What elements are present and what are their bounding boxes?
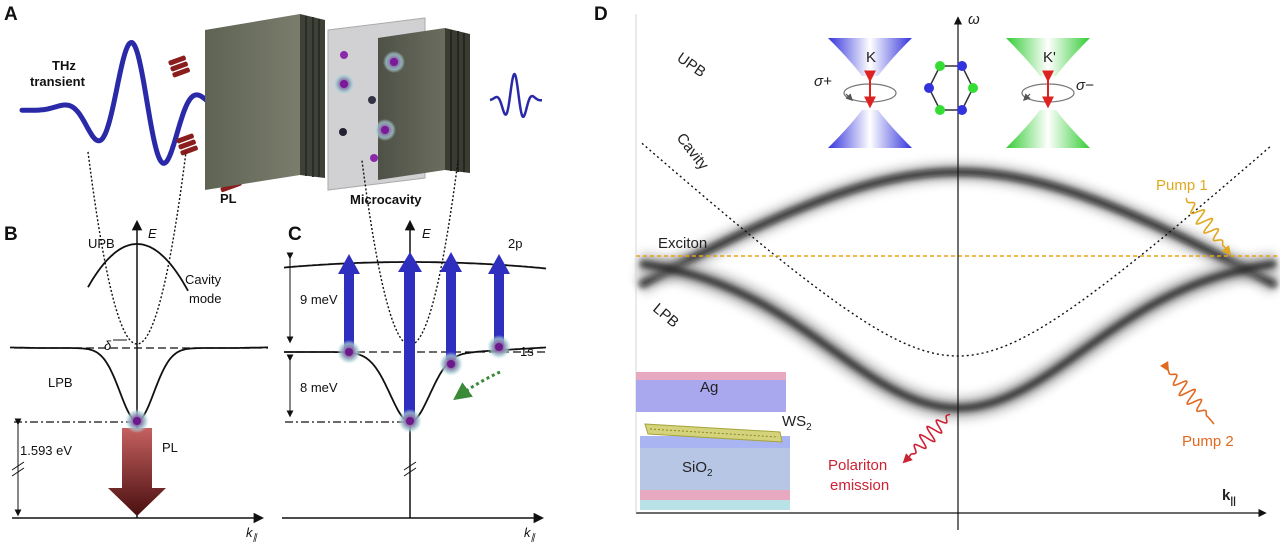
layer-ag-label: Ag [700, 379, 718, 396]
b-pl-arrow [108, 428, 166, 516]
sigma-plus-label: σ+ [814, 73, 832, 90]
d-omega-label: ω [968, 11, 980, 28]
transmitted-wave [489, 72, 542, 118]
b-break-mark [11, 467, 25, 477]
d-cavity-label: Cavity [673, 130, 712, 174]
pl-photon-icon [168, 55, 190, 78]
c-gap-8-label: 8 meV [300, 380, 338, 395]
emission-label-2: emission [830, 477, 889, 494]
panel-b: B E k∥ UPB Cavity mode δ LPB 1.593 eV PL [4, 151, 268, 542]
pump-1-wave [1185, 197, 1232, 256]
panel-a: A THz transient [4, 4, 542, 207]
c-particle-core [406, 417, 414, 425]
b-energy-label: 1.593 eV [20, 443, 72, 458]
d-exciton-label: Exciton [658, 235, 707, 252]
layer-ws2-label: WS2 [782, 413, 812, 433]
b-break-mark [11, 461, 25, 471]
b-k-axis-label: k∥ [246, 525, 259, 542]
thz-label-line2: transient [30, 74, 86, 89]
b-upb-label: UPB [88, 236, 115, 251]
sigma-minus-label: σ− [1076, 77, 1094, 94]
c-transition-arrow [344, 270, 354, 350]
pl-label: PL [220, 191, 237, 206]
panel-d-label: D [594, 4, 608, 25]
c-particle-core [495, 343, 503, 351]
c-transition-arrow [494, 270, 504, 346]
c-break-mark [403, 461, 417, 471]
c-transition-arrowhead [338, 254, 360, 274]
c-2p-label: 2p [508, 236, 522, 251]
c-transition-arrowhead [440, 252, 462, 272]
c-particle-core [345, 348, 353, 356]
c-break-mark [403, 467, 417, 477]
b-cavity-curve [87, 151, 187, 345]
right-mirror [378, 28, 470, 180]
b-polariton-core [133, 417, 141, 425]
d-upb-label: UPB [674, 49, 709, 81]
layer-sio2-label: SiO2 [682, 459, 713, 479]
panel-d: D ω k|| UPB Cavity Exciton LPB K σ+ [594, 4, 1280, 530]
emission-wave [902, 413, 951, 464]
b-pl-label: PL [162, 440, 178, 455]
c-particle-core [447, 360, 455, 368]
thz-transient-wave [19, 39, 218, 166]
b-delta-label: δ [104, 338, 112, 353]
heterostructure-inset: Ag WS2 SiO2 [636, 372, 812, 510]
c-transition-arrow [446, 268, 456, 360]
pump-2-wave [1159, 360, 1215, 425]
pump-1-label: Pump 1 [1156, 177, 1208, 194]
emission-label-1: Polariton [828, 457, 887, 474]
thz-label-line1: THz [52, 58, 76, 73]
b-cavity-label-2: mode [189, 291, 222, 306]
c-k-axis-label: k∥ [524, 525, 537, 542]
hexagonal-lattice-icon [924, 61, 978, 115]
c-transition-arrowhead [488, 254, 510, 274]
b-lpb-label: LPB [48, 375, 73, 390]
c-transition-arrow [404, 268, 415, 420]
c-polariton-particles [337, 335, 511, 433]
valley-k-label: K [866, 49, 876, 66]
pump-2-label: Pump 2 [1182, 433, 1234, 450]
panel-b-label: B [4, 224, 18, 245]
c-transition-arrowhead [398, 252, 422, 272]
c-1s-label: 1s [520, 344, 534, 359]
microcavity-label: Microcavity [350, 192, 422, 207]
d-lpb-label: LPB [649, 300, 682, 331]
c-relaxation-arrow [453, 370, 501, 401]
panel-a-label: A [4, 4, 18, 25]
valley-kp-label: K' [1043, 49, 1056, 66]
left-mirror [205, 14, 325, 190]
b-e-axis-label: E [148, 226, 157, 241]
b-cavity-label-1: Cavity [185, 272, 222, 287]
panel-c: C E k∥ 2p 1s 9 meV 8 meV [282, 160, 547, 542]
panel-c-label: C [288, 224, 302, 245]
c-gap-9-label: 9 meV [300, 292, 338, 307]
c-transition-arrows [338, 252, 510, 420]
pl-photon-icon [176, 133, 198, 156]
cavity-particles [333, 51, 405, 162]
c-e-axis-label: E [422, 226, 431, 241]
d-cavity-curve [641, 142, 1273, 357]
valley-kp-icon: K' σ− [1006, 38, 1094, 148]
c-cavity-curve [361, 160, 459, 346]
d-k-label: k|| [1222, 487, 1236, 507]
valley-k-icon: K σ+ [814, 38, 912, 148]
